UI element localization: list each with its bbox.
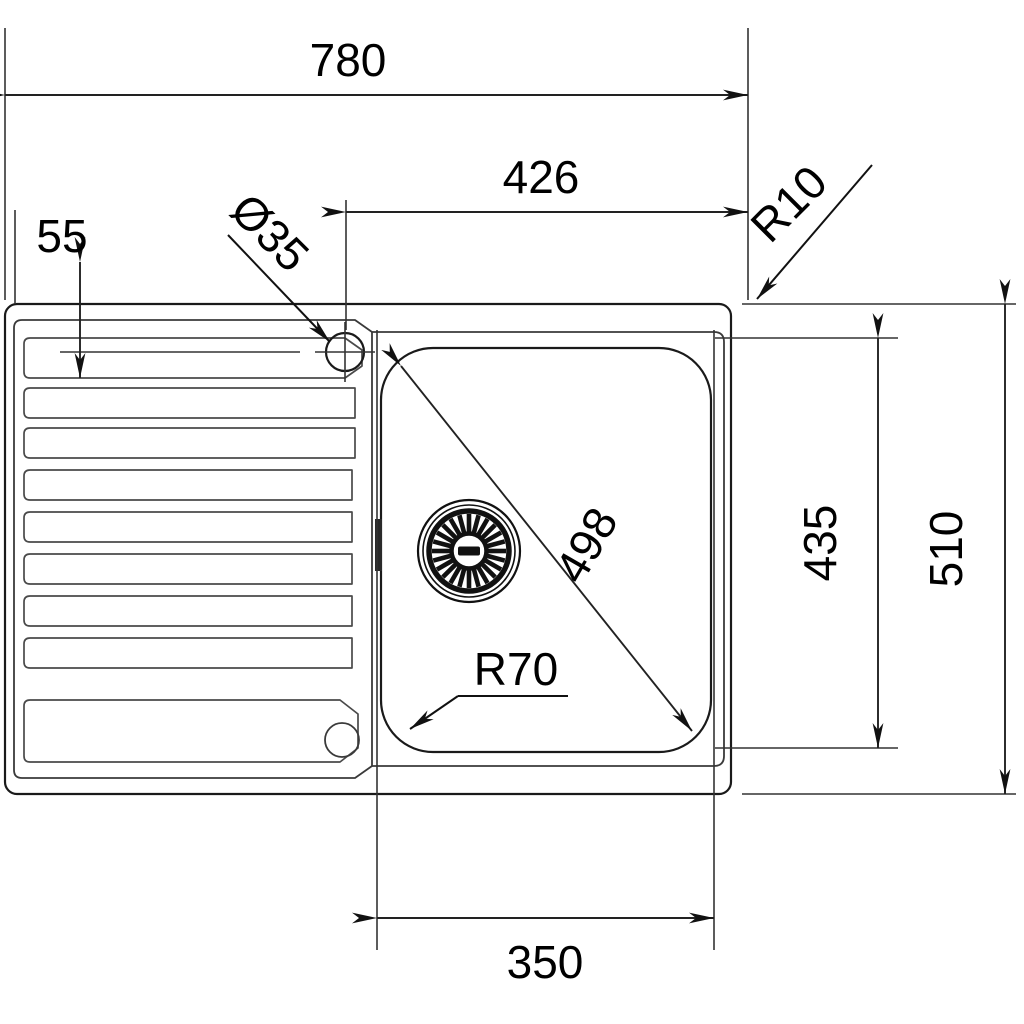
- dim-label-diameter35: Ø35: [221, 183, 319, 281]
- leader-outer-radius: R10: [740, 155, 873, 300]
- sink-inner-flange: [13, 319, 373, 779]
- dim-label-R70: R70: [474, 643, 558, 695]
- leader-faucet-diameter: Ø35: [221, 183, 331, 343]
- faucet-hole: [315, 322, 375, 382]
- dim-label-780: 780: [310, 34, 387, 86]
- bowl-side-notch: [375, 519, 382, 571]
- dim-label-498: 498: [544, 499, 627, 591]
- dim-label-426: 426: [503, 151, 580, 203]
- bowl-flange-outline: [371, 331, 725, 767]
- sink-outer-outline: [3, 302, 733, 796]
- dim-bowl-inner-depth: 435: [715, 313, 898, 749]
- drainboard-grooves: [23, 337, 363, 763]
- dim-label-510: 510: [920, 511, 972, 588]
- overflow-hole: [324, 722, 360, 758]
- drain-slots: [432, 514, 506, 588]
- dim-faucet-offset: 55: [14, 210, 300, 378]
- dim-overall-width: 780: [0, 28, 749, 300]
- drain-strainer: [416, 498, 522, 604]
- dim-bowl-offset: 426: [321, 151, 748, 330]
- dim-label-R10: R10: [740, 155, 836, 251]
- dim-label-55: 55: [36, 210, 87, 262]
- dim-overall-depth: 510: [742, 279, 1016, 795]
- dim-bowl-width: 350: [352, 330, 715, 988]
- dim-label-350: 350: [507, 936, 584, 988]
- leader-bowl-radius: R70: [409, 643, 568, 730]
- dim-label-435: 435: [794, 505, 846, 582]
